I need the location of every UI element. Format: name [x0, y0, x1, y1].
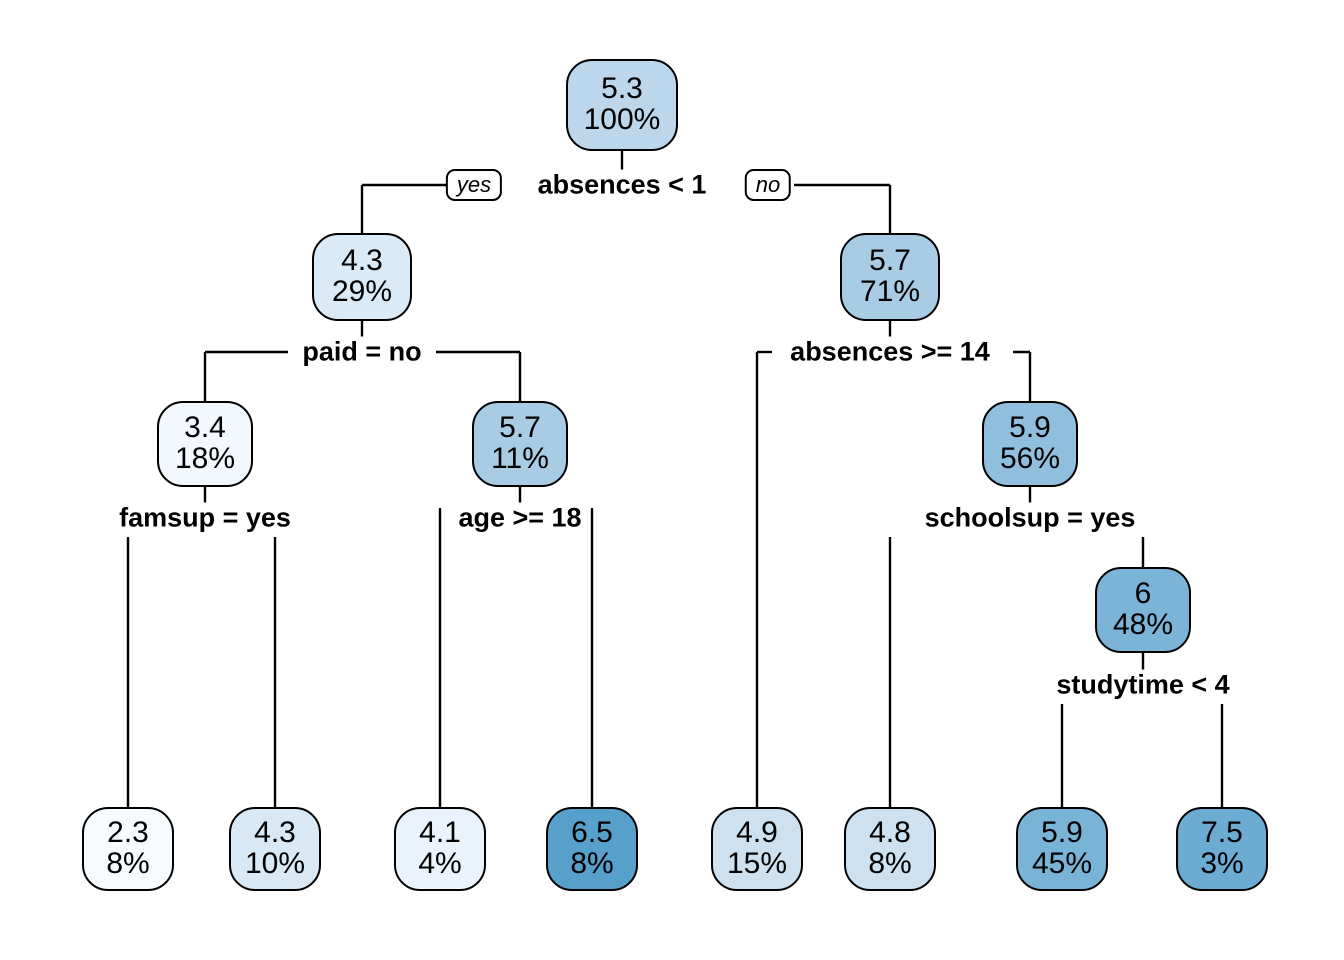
node-value: 2.3 — [107, 816, 149, 850]
split-label-paid-no: paid = no — [297, 336, 427, 368]
node-value: 5.9 — [1009, 411, 1051, 445]
tree-node-paid-no[interactable]: 5.7 11% — [472, 401, 568, 487]
branch-label-yes: yes — [445, 168, 503, 202]
node-percent: 8% — [106, 847, 150, 880]
node-percent: 8% — [570, 847, 614, 880]
node-value: 6 — [1134, 577, 1152, 611]
tree-node-absences-yes[interactable]: 4.3 29% — [312, 233, 412, 321]
node-value: 4.3 — [254, 816, 296, 850]
split-label-schoolsup-yes: schoolsup = yes — [919, 502, 1141, 534]
node-value: 4.3 — [341, 244, 383, 278]
branch-label-no: no — [744, 168, 792, 202]
node-value: 6.5 — [571, 816, 613, 850]
node-percent: 71% — [859, 275, 921, 308]
tree-node-absences14-no[interactable]: 5.9 56% — [982, 401, 1078, 487]
node-percent: 48% — [1112, 608, 1174, 641]
node-value: 7.5 — [1201, 816, 1243, 850]
tree-node-absences-no[interactable]: 5.7 71% — [840, 233, 940, 321]
node-percent: 15% — [726, 847, 788, 880]
tree-leaf-1[interactable]: 2.3 8% — [82, 807, 174, 891]
node-percent: 4% — [418, 847, 462, 880]
node-percent: 56% — [999, 442, 1061, 475]
tree-node-paid-yes[interactable]: 3.4 18% — [157, 401, 253, 487]
split-label-absences-gte-14: absences >= 14 — [785, 336, 995, 368]
tree-leaf-5[interactable]: 4.9 15% — [711, 807, 803, 891]
tree-leaf-6[interactable]: 4.8 8% — [844, 807, 936, 891]
node-percent: 29% — [331, 275, 393, 308]
node-value: 3.4 — [184, 411, 226, 445]
tree-node-root[interactable]: 5.3 100% — [566, 59, 678, 151]
node-percent: 10% — [244, 847, 306, 880]
node-percent: 45% — [1031, 847, 1093, 880]
split-label-age-gte-18: age >= 18 — [453, 502, 587, 534]
tree-node-schoolsup-no[interactable]: 6 48% — [1095, 567, 1191, 653]
split-label-absences-lt-1: absences < 1 — [532, 169, 712, 201]
node-percent: 18% — [174, 442, 236, 475]
node-percent: 11% — [491, 442, 549, 475]
tree-leaf-8[interactable]: 7.5 3% — [1176, 807, 1268, 891]
node-percent: 100% — [583, 103, 661, 136]
node-percent: 3% — [1200, 847, 1244, 880]
split-label-studytime-lt-4: studytime < 4 — [1051, 669, 1235, 701]
tree-leaf-2[interactable]: 4.3 10% — [229, 807, 321, 891]
node-value: 4.1 — [419, 816, 461, 850]
split-label-famsup-yes: famsup = yes — [114, 502, 296, 534]
tree-leaf-4[interactable]: 6.5 8% — [546, 807, 638, 891]
tree-leaf-3[interactable]: 4.1 4% — [394, 807, 486, 891]
node-value: 5.9 — [1041, 816, 1083, 850]
node-percent: 8% — [868, 847, 912, 880]
node-value: 5.3 — [601, 72, 643, 106]
node-value: 5.7 — [869, 244, 911, 278]
node-value: 4.8 — [869, 816, 911, 850]
node-value: 4.9 — [736, 816, 778, 850]
tree-leaf-7[interactable]: 5.9 45% — [1016, 807, 1108, 891]
node-value: 5.7 — [499, 411, 541, 445]
